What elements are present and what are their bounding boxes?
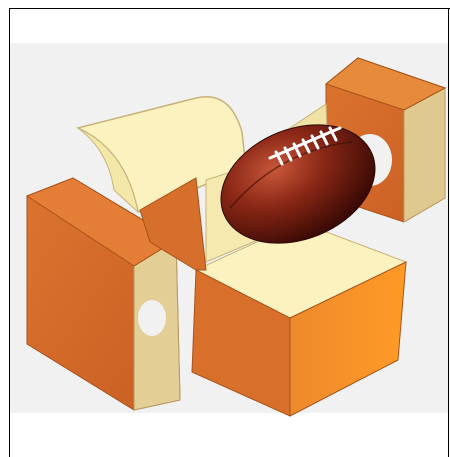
image-frame	[0, 0, 450, 457]
football-box-illustration	[0, 0, 450, 457]
